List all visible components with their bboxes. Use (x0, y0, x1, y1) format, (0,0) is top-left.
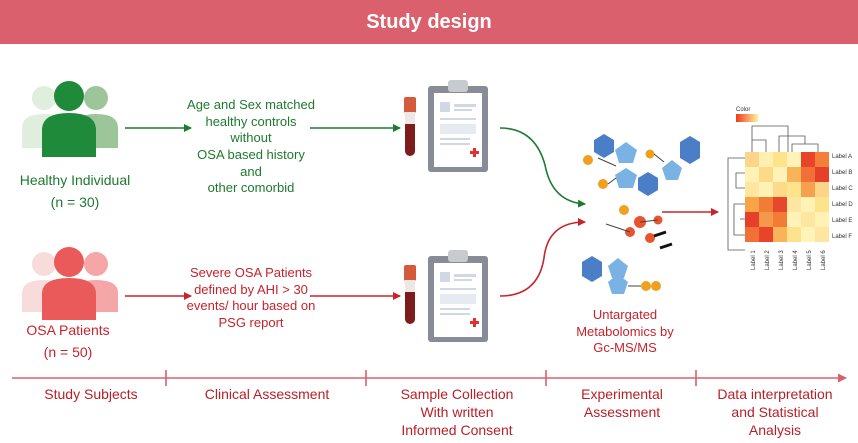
criteria-line: PSG report (218, 314, 284, 330)
heatmap-color-label: Color (736, 107, 750, 113)
stage-experimental-assessment: Experimental Assessment (550, 386, 694, 422)
stage-line: and Statistical (731, 403, 819, 420)
stage-line: Study Subjects (44, 386, 138, 402)
heatmap-row-label: Label F (832, 234, 852, 240)
heatmap-row-label: Label E (832, 218, 852, 224)
criteria-line: Age and Sex matched (187, 97, 315, 112)
heatmap-col-label: Label 6 (821, 250, 827, 270)
stage-line: Data interpretation (717, 386, 833, 402)
criteria-line: OSA based history and (197, 146, 305, 179)
criteria-line: healthy controls without (205, 113, 297, 146)
osa-group: OSA Patients (n = 50) (8, 322, 128, 362)
healthy-group: Healthy Individual (n = 30) (10, 172, 140, 212)
metabolomics-label: Untargated Metabolomics by Gc-MS/MS (570, 307, 680, 357)
osa-criteria: Severe OSA Patients defined by AHI > 30 … (186, 265, 316, 332)
clipboard-icon-osa (428, 250, 488, 342)
osa-people-icon (22, 247, 118, 320)
stage-study-subjects: Study Subjects (16, 386, 166, 404)
diagram-title: Study design (366, 11, 492, 33)
heatmap-col-label: Label 3 (779, 250, 785, 270)
criteria-line: defined by AHI > 30 (194, 281, 308, 297)
stage-sample-collection: Sample Collection With written Informed … (372, 386, 542, 440)
stage-line: Assessment (583, 403, 661, 420)
stage-clinical-assessment: Clinical Assessment (172, 386, 362, 404)
stage-line: Sample Collection (400, 386, 514, 402)
molecule-icon (582, 134, 700, 294)
heatmap-col-label: Label 1 (751, 250, 757, 270)
healthy-group-count: (n = 30) (50, 193, 100, 210)
stage-line: With written (420, 403, 494, 420)
heatmap-icon: Color (727, 107, 853, 270)
metabolomics-line: Gc-MS/MS (593, 340, 657, 356)
criteria-line: Severe OSA Patients (189, 265, 313, 280)
heatmap-row-label: Label B (832, 170, 852, 176)
heatmap-row-label: Label A (832, 154, 852, 160)
blood-tube-icon-healthy (404, 97, 416, 156)
osa-group-count: (n = 50) (43, 343, 93, 360)
metabolomics-line: Untargated (592, 307, 658, 322)
heatmap-col-label: Label 4 (793, 250, 799, 270)
stage-line: Analysis (748, 421, 802, 438)
clipboard-icon-healthy (428, 80, 488, 172)
healthy-group-label: Healthy Individual (19, 172, 131, 188)
osa-curve-arrow (499, 218, 586, 297)
stage-line: Clinical Assessment (204, 386, 330, 402)
blood-tube-icon-osa (404, 265, 416, 324)
healthy-criteria: Age and Sex matched healthy controls wit… (186, 97, 316, 197)
osa-group-label: OSA Patients (26, 322, 110, 338)
healthy-curve-arrow (499, 127, 586, 208)
stage-line: Experimental (581, 386, 663, 402)
heatmap-col-label: Label 2 (765, 250, 771, 270)
heatmap-row-label: Label C (832, 186, 853, 192)
healthy-people-icon (22, 81, 118, 157)
criteria-line: events/ hour based on (186, 298, 316, 314)
heatmap-col-labels: Label 1 Label 2 Label 3 Label 4 Label 5 … (751, 250, 827, 270)
timeline (12, 370, 847, 386)
metabolomics-line: Metabolomics by (576, 323, 674, 339)
heatmap-row-label: Label D (832, 202, 853, 208)
stage-data-interpretation: Data interpretation and Statistical Anal… (700, 386, 850, 440)
stage-line: Informed Consent (401, 421, 513, 438)
criteria-line: other comorbid (207, 180, 295, 196)
heatmap-row-labels: Label A Label B Label C Label D Label E … (832, 154, 853, 240)
title-banner: Study design (0, 0, 858, 44)
heatmap-col-label: Label 5 (807, 250, 813, 270)
